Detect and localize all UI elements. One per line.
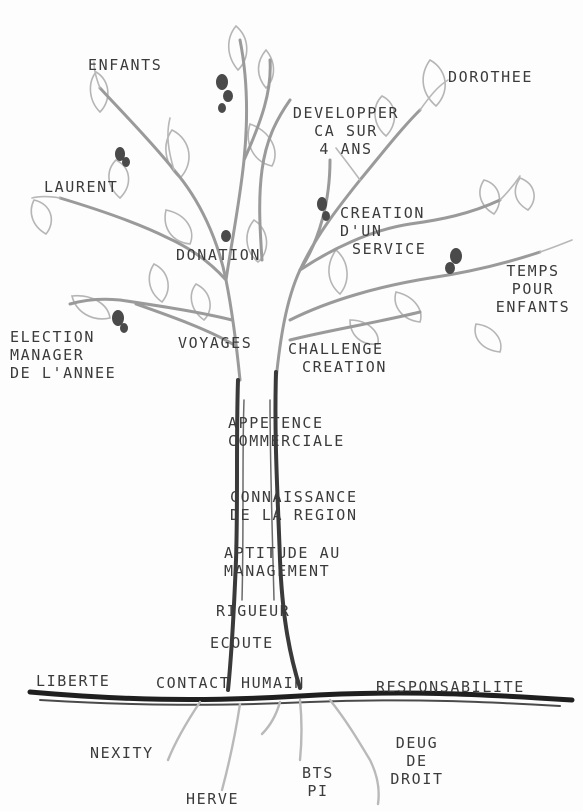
leaf-icon bbox=[31, 200, 51, 234]
label-line: MANAGER bbox=[10, 346, 116, 364]
label-line: APTITUDE AU bbox=[224, 544, 341, 562]
label-line: COMMERCIALE bbox=[228, 432, 345, 450]
label-line: D'UN bbox=[340, 222, 426, 240]
fruit-icon bbox=[317, 197, 327, 211]
label-line: APPETENCE bbox=[228, 414, 345, 432]
label-dorothee: DOROTHEE bbox=[448, 68, 533, 86]
label-line: DE L'ANNEE bbox=[10, 364, 116, 382]
label-line: ENFANTS bbox=[488, 298, 578, 316]
label-line: DE bbox=[374, 752, 460, 770]
label-election: ELECTION MANAGER DE L'ANNEE bbox=[10, 328, 116, 382]
fruit-icon bbox=[445, 262, 455, 274]
fruit-icon bbox=[120, 323, 128, 333]
label-connaissance: CONNAISSANCE DE LA REGION bbox=[230, 488, 358, 524]
label-rigueur: RIGUEUR bbox=[216, 602, 290, 620]
label-line: CREATION bbox=[288, 358, 387, 376]
fruit-icon bbox=[218, 103, 226, 113]
root bbox=[262, 702, 280, 734]
fruit-icon bbox=[223, 90, 233, 102]
label-ecoute: ECOUTE bbox=[210, 634, 274, 652]
label-liberte: LIBERTE bbox=[36, 672, 110, 690]
root bbox=[300, 700, 302, 760]
leaf-icon bbox=[515, 178, 534, 210]
label-donation: DONATION bbox=[176, 246, 261, 264]
label-line: DE LA REGION bbox=[230, 506, 358, 524]
leaf-icon bbox=[480, 180, 500, 214]
label-responsabilite: RESPONSABILITE bbox=[376, 678, 525, 696]
fruit-icon bbox=[322, 211, 330, 221]
label-herve: HERVE bbox=[186, 790, 239, 808]
twig bbox=[500, 176, 520, 200]
fruit-icon bbox=[221, 230, 231, 242]
label-creation-service: CREATION D'UN SERVICE bbox=[340, 204, 426, 258]
fruit-icon bbox=[122, 157, 130, 167]
twig bbox=[540, 240, 572, 252]
label-laurent: LAURENT bbox=[44, 178, 118, 196]
label-deug: DEUG DE DROIT bbox=[374, 734, 460, 788]
twig bbox=[32, 197, 60, 199]
label-voyages: VOYAGES bbox=[178, 334, 252, 352]
label-appetence: APPETENCE COMMERCIALE bbox=[228, 414, 345, 450]
label-challenge: CHALLENGE CREATION bbox=[288, 340, 387, 376]
root bbox=[222, 704, 240, 790]
label-nexity: NEXITY bbox=[90, 744, 154, 762]
label-line: MANAGEMENT bbox=[224, 562, 341, 580]
label-enfants: ENFANTS bbox=[88, 56, 162, 74]
fruit-icon bbox=[450, 248, 462, 264]
label-bts: BTS PI bbox=[296, 764, 340, 800]
label-line: CA SUR bbox=[276, 122, 416, 140]
label-line: CREATION bbox=[340, 204, 426, 222]
leaf-icon bbox=[423, 60, 445, 106]
leaf-icon bbox=[248, 124, 275, 166]
label-line: PI bbox=[296, 782, 340, 800]
label-line: SERVICE bbox=[340, 240, 426, 258]
root bbox=[168, 702, 200, 760]
label-line: BTS bbox=[296, 764, 340, 782]
leaf-icon bbox=[475, 324, 501, 352]
label-temps: TEMPS POUR ENFANTS bbox=[488, 262, 578, 316]
label-line: ELECTION bbox=[10, 328, 116, 346]
label-line: DEUG bbox=[374, 734, 460, 752]
label-line: CHALLENGE bbox=[288, 340, 387, 358]
label-line: TEMPS bbox=[488, 262, 578, 280]
label-line: DEVELOPPER bbox=[276, 104, 416, 122]
label-line: POUR bbox=[488, 280, 578, 298]
label-line: 4 ANS bbox=[276, 140, 416, 158]
label-line: CONNAISSANCE bbox=[230, 488, 358, 506]
fruit-icon bbox=[216, 74, 228, 90]
label-contact-humain: CONTACT HUMAIN bbox=[156, 674, 305, 692]
leaf-icon bbox=[149, 264, 168, 302]
label-line: DROIT bbox=[374, 770, 460, 788]
label-developper: DEVELOPPER CA SUR 4 ANS bbox=[276, 104, 416, 158]
label-aptitude: APTITUDE AU MANAGEMENT bbox=[224, 544, 341, 580]
